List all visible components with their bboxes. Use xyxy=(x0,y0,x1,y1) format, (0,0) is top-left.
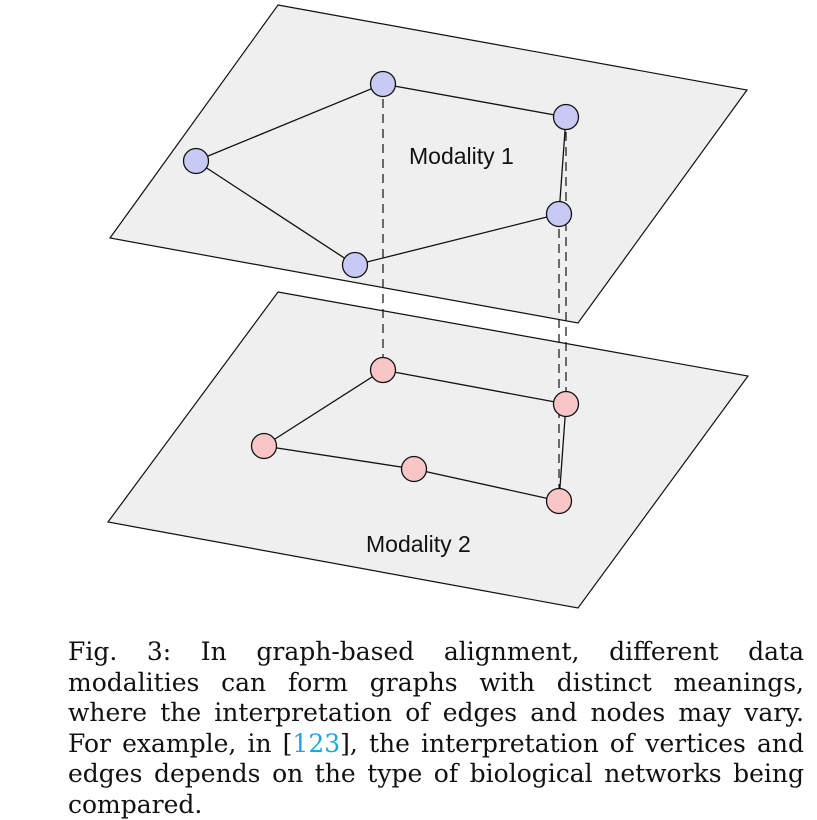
modality-1-plane xyxy=(108,4,749,324)
graph-node xyxy=(400,455,428,483)
modality-1-nodes xyxy=(182,70,580,279)
modality-1-edges xyxy=(195,83,567,266)
edge xyxy=(195,83,384,162)
edge xyxy=(382,369,567,405)
modality-1-label: Modality 1 xyxy=(409,143,514,169)
graph-node xyxy=(341,251,369,279)
modality-2-label: Modality 2 xyxy=(366,531,471,557)
graph-node xyxy=(182,147,210,175)
edge xyxy=(263,445,415,470)
graph-node xyxy=(250,432,278,460)
graph-alignment-diagram: Modality 1 Modality 2 xyxy=(106,4,750,609)
edge xyxy=(558,403,567,502)
caption-text-end: ], the interpretation of vertices and ed… xyxy=(68,728,804,819)
edge xyxy=(413,468,560,502)
edge xyxy=(354,213,560,266)
graph-node xyxy=(552,103,580,131)
edge xyxy=(195,160,356,266)
caption-text-start: Fig. 3: In graph-based alignment, differ… xyxy=(68,637,804,758)
alignment-correspondences xyxy=(382,84,567,501)
modality-2-edges xyxy=(263,369,567,502)
edge xyxy=(382,83,567,118)
edge xyxy=(263,369,384,447)
graph-node xyxy=(552,390,580,418)
modality-2-nodes xyxy=(250,356,580,515)
citation-link[interactable]: 123 xyxy=(292,728,341,758)
graph-node xyxy=(369,70,397,98)
edge xyxy=(558,116,567,215)
graph-node xyxy=(545,487,573,515)
figure-caption: Fig. 3: In graph-based alignment, differ… xyxy=(68,637,804,820)
modality-2-plane xyxy=(106,291,750,609)
graph-node xyxy=(545,200,573,228)
graph-node xyxy=(369,356,397,384)
